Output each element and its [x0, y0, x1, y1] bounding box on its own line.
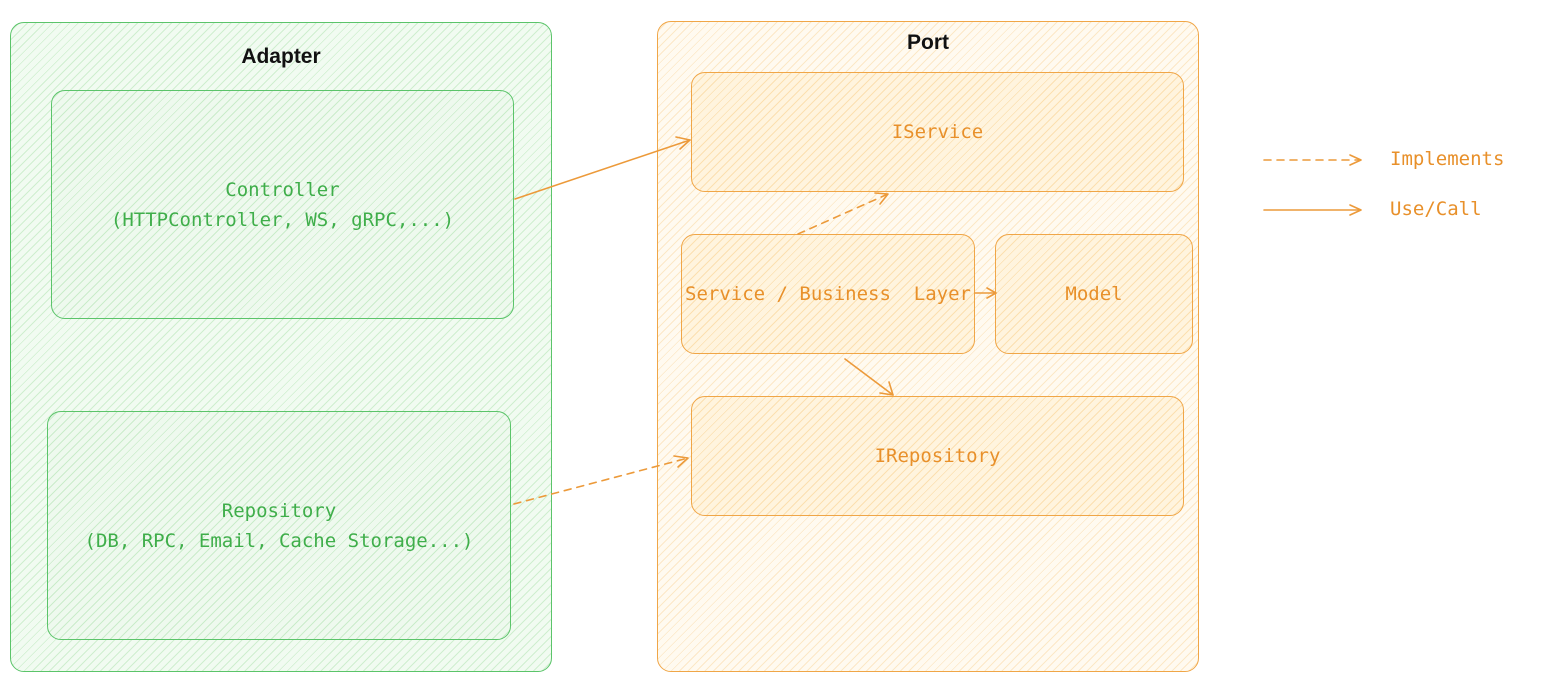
controller-label: Controller (HTTPController, WS, gRPC,...…	[110, 178, 455, 231]
port-title: Port	[907, 31, 949, 54]
legend-implements-label: Implements	[1390, 148, 1505, 170]
adapter-title: Adapter	[241, 45, 321, 68]
service-layer-label: Service / Business Layer	[685, 283, 971, 305]
model-node: Model	[995, 234, 1193, 354]
service-layer-node: Service / Business Layer	[681, 234, 975, 354]
iservice-label: IService	[891, 121, 984, 143]
legend-implements-arrowhead	[1349, 154, 1362, 166]
irepository-node: IRepository	[691, 396, 1184, 516]
controller-node: Controller (HTTPController, WS, gRPC,...…	[51, 90, 514, 319]
irepository-label: IRepository	[874, 445, 1001, 467]
repository-node: Repository (DB, RPC, Email, Cache Storag…	[47, 411, 511, 640]
legend-use-call-arrowhead	[1349, 204, 1362, 216]
legend-use-call-label: Use/Call	[1390, 198, 1482, 220]
iservice-node: IService	[691, 72, 1184, 192]
model-label: Model	[1065, 283, 1123, 305]
repository-label: Repository (DB, RPC, Email, Cache Storag…	[84, 499, 474, 552]
